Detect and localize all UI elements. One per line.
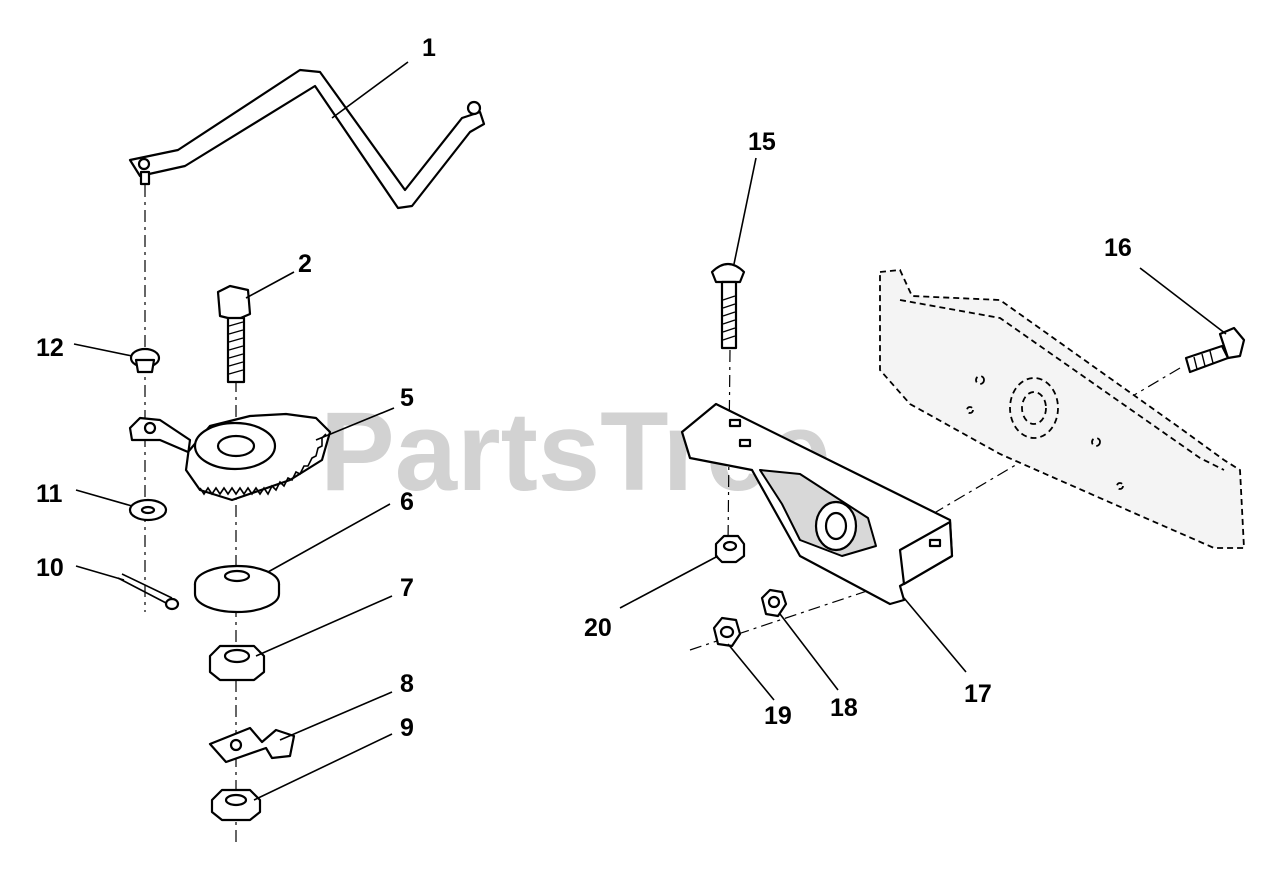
nut-part-20 xyxy=(714,534,746,564)
callout-15: 15 xyxy=(748,128,776,156)
callout-18: 18 xyxy=(830,694,858,722)
spacer-part-6 xyxy=(193,564,281,614)
clip-part-8 xyxy=(208,726,296,764)
nut-part-7 xyxy=(208,644,266,682)
callout-10: 10 xyxy=(36,554,64,582)
shift-rod-part-1 xyxy=(128,68,486,210)
flange-nut-part-12 xyxy=(129,347,161,374)
cotter-pin-part-10 xyxy=(117,573,180,611)
nut-part-19 xyxy=(712,616,742,648)
bracket-part-17 xyxy=(680,402,954,606)
leader-lines xyxy=(73,61,1227,801)
callout-19: 19 xyxy=(764,702,792,730)
callout-5: 5 xyxy=(400,384,414,412)
nut-part-18 xyxy=(760,588,788,618)
callout-16: 16 xyxy=(1104,234,1132,262)
frame-outline xyxy=(879,269,1245,549)
callout-2: 2 xyxy=(298,250,312,278)
callout-8: 8 xyxy=(400,670,414,698)
callout-9: 9 xyxy=(400,714,414,742)
callout-labels: 1 2 5 6 7 8 9 10 11 12 15 16 17 18 19 20 xyxy=(36,34,1132,742)
gear-sector-part-5 xyxy=(128,412,332,502)
callout-6: 6 xyxy=(400,488,414,516)
callout-11: 11 xyxy=(36,480,63,508)
nut-part-9 xyxy=(210,788,262,822)
callout-7: 7 xyxy=(400,574,414,602)
screw-part-16 xyxy=(1184,326,1246,374)
centerline-bolt-15 xyxy=(727,349,731,546)
washer-part-11 xyxy=(128,498,168,522)
callout-12: 12 xyxy=(36,334,64,362)
carriage-bolt-part-15 xyxy=(710,262,746,350)
callout-1: 1 xyxy=(422,34,436,62)
bolt-part-2 xyxy=(216,284,252,384)
callout-17: 17 xyxy=(964,680,992,708)
callout-20: 20 xyxy=(584,614,612,642)
